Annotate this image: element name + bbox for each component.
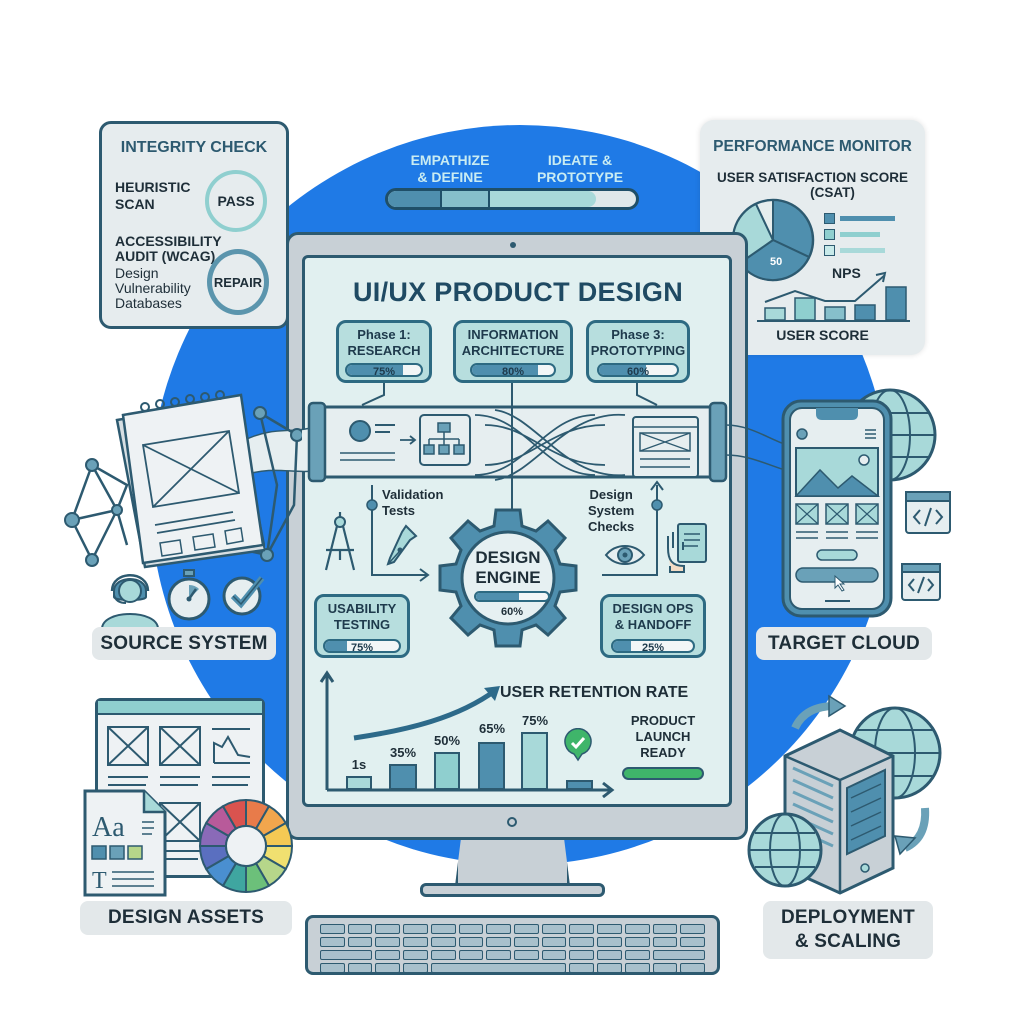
support-agent-icon xyxy=(100,574,160,630)
prototyping-progress-bar: 60% xyxy=(597,363,679,377)
product-launch-ready-label: PRODUCT LAUNCH READY xyxy=(630,713,696,760)
performance-monitor-panel: PERFORMANCE MONITOR USER SATISFACTION SC… xyxy=(700,120,925,355)
user-score-label: USER SCORE xyxy=(776,327,869,343)
nps-bar-chart xyxy=(757,271,910,322)
integrity-check-panel: INTEGRITY CHECK HEURISTIC SCAN PASS ACCE… xyxy=(99,121,289,329)
color-wheel-icon xyxy=(198,798,294,894)
launch-progress-bar xyxy=(622,767,704,780)
pass-status: PASS xyxy=(217,193,255,209)
retention-chart-title: USER RETENTION RATE xyxy=(500,684,689,701)
deployment-scaling-label: DEPLOYMENT & SCALING xyxy=(763,901,933,959)
retention-bar-4 xyxy=(478,742,505,790)
usability-progress-bar: 75% xyxy=(323,639,401,653)
heuristic-scan-label: HEURISTIC SCAN xyxy=(115,179,191,212)
monitor-stand xyxy=(455,840,570,886)
design-ops-handoff-card[interactable]: DESIGN OPS & HANDOFF 25% xyxy=(600,594,706,658)
retention-chart-axes xyxy=(319,670,615,798)
retention-bar-chart: 1s 35% 50% 65% 75% xyxy=(340,700,610,790)
monitor-power-button[interactable] xyxy=(507,817,517,827)
data-pipeline-tube xyxy=(245,401,805,483)
phase-research-card[interactable]: Phase 1: RESEARCH 75% xyxy=(336,320,432,383)
design-engine-label: DESIGN ENGINE xyxy=(475,548,541,587)
research-progress-bar: 75% xyxy=(345,363,423,377)
deployment-server-icon xyxy=(747,694,942,895)
retention-bar-5 xyxy=(521,732,548,790)
validation-tests-label: Validation Tests xyxy=(382,487,444,518)
repair-status-ring: REPAIR xyxy=(207,249,269,315)
monitor-camera xyxy=(510,242,516,248)
csat-legend xyxy=(824,213,895,256)
retention-bar-2 xyxy=(389,764,417,790)
csat-pie-chart: 50 xyxy=(731,198,815,282)
network-graph-icon xyxy=(64,406,302,567)
wireframe-notepad-icon xyxy=(115,390,265,569)
source-system-label: SOURCE SYSTEM xyxy=(92,627,276,660)
document-hand-icon xyxy=(667,523,707,573)
compass-icon xyxy=(324,512,356,571)
stage-empathize-label: EMPATHIZE & DEFINE xyxy=(410,152,490,185)
page-title: UI/UX PRODUCT DESIGN xyxy=(352,277,684,307)
usability-testing-card[interactable]: USABILITY TESTING 75% xyxy=(314,594,410,658)
design-ops-progress-bar: 25% xyxy=(611,639,695,653)
information-architecture-progress-bar: 80% xyxy=(470,363,556,377)
phase-prototyping-card[interactable]: Phase 3: PROTOTYPING 60% xyxy=(586,320,690,383)
phase-information-architecture-card[interactable]: INFORMATION ARCHITECTURE 80% xyxy=(453,320,573,383)
pass-status-ring: PASS xyxy=(205,170,267,232)
typography-document-icon: Aa T xyxy=(83,789,167,897)
retention-bar-1 xyxy=(346,776,372,790)
design-engine-progress: 60% xyxy=(500,606,524,618)
accessibility-audit-label: ACCESSIBILITY AUDIT (WCAG) xyxy=(115,233,222,264)
stage-ideate-label: IDEATE & PROTOTYPE xyxy=(536,152,624,185)
design-vulnerability-label: Design Vulnerability Databases xyxy=(115,265,191,311)
target-cloud-label: TARGET CLOUD xyxy=(756,627,932,660)
design-thinking-progress-bar xyxy=(385,188,639,210)
design-system-checks-label: Design System Checks xyxy=(588,487,635,534)
design-assets-label: DESIGN ASSETS xyxy=(80,901,292,935)
pen-tool-icon xyxy=(386,524,418,566)
integrity-check-title: INTEGRITY CHECK xyxy=(120,139,268,156)
code-window-icon-2 xyxy=(901,563,941,601)
retention-bar-3 xyxy=(434,752,460,790)
repair-status: REPAIR xyxy=(213,274,263,290)
performance-monitor-title: PERFORMANCE MONITOR xyxy=(713,138,912,155)
code-window-icon xyxy=(905,491,951,534)
svg-text:Aa: Aa xyxy=(92,812,125,843)
keyboard[interactable] xyxy=(305,915,720,975)
nps-label: NPS xyxy=(832,265,861,281)
checkmark-circle-icon xyxy=(222,576,265,616)
eye-icon xyxy=(604,545,646,565)
csat-title: USER SATISFACTION SCORE (CSAT) xyxy=(716,170,909,200)
monitor-base xyxy=(420,883,605,897)
retention-bar-6 xyxy=(566,780,593,790)
svg-text:50: 50 xyxy=(770,256,782,268)
mobile-phone-mockup xyxy=(781,399,893,618)
design-engine-progress-bar xyxy=(474,591,550,602)
svg-text:T: T xyxy=(92,868,107,894)
success-check-icon xyxy=(564,728,592,762)
stopwatch-icon xyxy=(167,569,211,621)
